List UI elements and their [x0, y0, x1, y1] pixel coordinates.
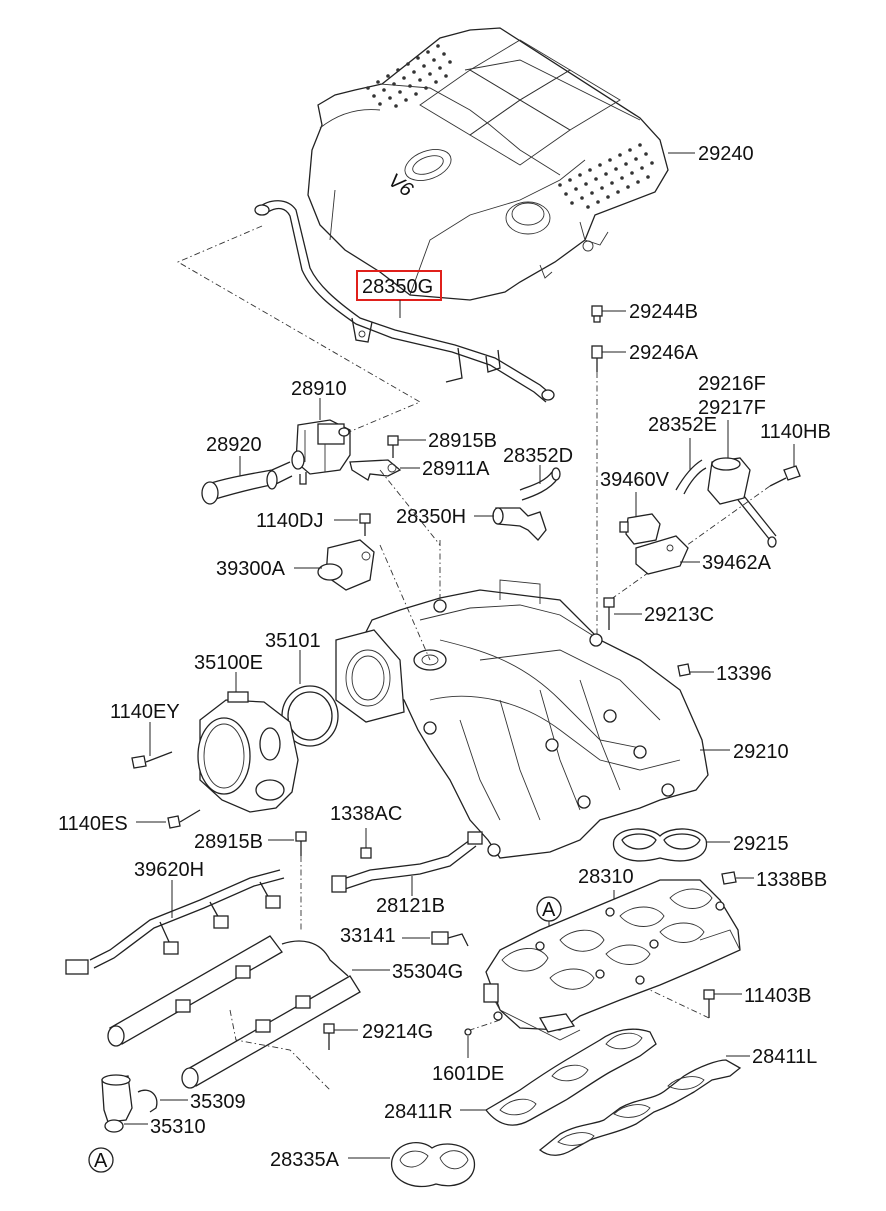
bolt-29213c[interactable] [603, 597, 615, 630]
harness-28121b[interactable] [331, 831, 483, 893]
nut-13396[interactable] [677, 663, 691, 677]
callout-28411l[interactable]: 28411L [752, 1046, 817, 1068]
injector-35310[interactable] [101, 1074, 133, 1133]
callout-39300a[interactable]: 39300A [216, 558, 286, 580]
callout-13396[interactable]: 13396 [716, 663, 772, 685]
hose-28352d[interactable] [519, 467, 561, 501]
callout-29213c[interactable]: 29213C [644, 604, 714, 626]
callout-1140dj[interactable]: 1140DJ [256, 510, 323, 532]
purge-hose-28920[interactable] [201, 461, 293, 505]
marker-a-lower-label: A [94, 1150, 108, 1172]
bolt-11403b[interactable] [703, 989, 715, 1018]
fitting-28350h[interactable] [492, 507, 547, 541]
surge-tank-gasket-29215[interactable] [612, 828, 708, 862]
purge-control-valve-28910[interactable] [291, 419, 351, 485]
gasket-28335a[interactable] [391, 1142, 476, 1188]
lower-intake-manifold-28310[interactable] [483, 879, 741, 1041]
clip-35309[interactable] [137, 1089, 158, 1113]
solenoid-valve-39460v[interactable] [619, 513, 661, 545]
callout-28920[interactable]: 28920 [206, 434, 262, 456]
bolt-1140dj[interactable] [359, 513, 371, 536]
callout-33141[interactable]: 33141 [340, 925, 396, 947]
cover-grille-left [366, 44, 452, 108]
clip-1338ac[interactable] [360, 847, 372, 859]
callout-35101[interactable]: 35101 [265, 630, 321, 652]
sensor-33141[interactable] [431, 931, 469, 947]
callout-29217f[interactable]: 29217F [698, 397, 766, 419]
callout-28915b-lower[interactable]: 28915B [194, 831, 263, 853]
marker-a-lower [88, 1147, 114, 1173]
throttle-body-35100e[interactable] [197, 691, 299, 813]
bolt-1140hb[interactable] [769, 465, 801, 487]
manifold-flange [335, 629, 405, 723]
callout-28352d[interactable]: 28352D [503, 445, 573, 467]
bolt-29214g[interactable] [323, 1023, 335, 1050]
plug-1601de[interactable] [464, 1028, 472, 1036]
callout-1338bb[interactable]: 1338BB [756, 869, 827, 891]
bolt-1140es[interactable] [167, 809, 201, 829]
bolt-29244b[interactable] [591, 305, 603, 323]
callout-39462a[interactable]: 39462A [702, 552, 772, 574]
callout-29214g[interactable]: 29214G [362, 1021, 433, 1043]
callout-35100e[interactable]: 35100E [194, 652, 263, 674]
callout-28352e[interactable]: 28352E [648, 414, 717, 436]
bolt-1140ey[interactable] [131, 751, 173, 769]
engine-cover-29240[interactable]: V6 [307, 27, 669, 301]
bracket-39462a[interactable] [635, 535, 689, 575]
callout-28911a[interactable]: 28911A [422, 458, 490, 480]
callout-29244b[interactable]: 29244B [629, 301, 698, 323]
highlight-box-28350g [356, 270, 442, 301]
callout-29216f[interactable]: 29216F [698, 373, 766, 395]
callout-39620h[interactable]: 39620H [134, 859, 204, 881]
bracket-28911a[interactable] [349, 459, 402, 481]
callout-1338ac[interactable]: 1338AC [330, 803, 402, 825]
callout-29246a[interactable]: 29246A [629, 342, 699, 364]
map-sensor-39300a[interactable] [317, 539, 375, 591]
callout-28310[interactable]: 28310 [578, 866, 634, 888]
callout-1601de[interactable]: 1601DE [432, 1063, 504, 1085]
callout-35310[interactable]: 35310 [150, 1116, 206, 1138]
manifold-gasket-28411r[interactable] [485, 1028, 657, 1126]
callout-35309[interactable]: 35309 [190, 1091, 246, 1113]
callout-39460v[interactable]: 39460V [600, 469, 670, 491]
bolt-28915b-upper[interactable] [387, 435, 399, 458]
callout-29210[interactable]: 29210 [733, 741, 789, 763]
callout-1140es[interactable]: 1140ES [58, 813, 128, 835]
vis-actuator-29216f[interactable] [707, 457, 777, 548]
callout-28121b[interactable]: 28121B [376, 895, 445, 917]
injector-harness-39620h[interactable] [65, 869, 285, 975]
callout-11403b[interactable]: 11403B [744, 985, 811, 1007]
bolt-28915b-lower[interactable] [295, 831, 307, 856]
callout-29240[interactable]: 29240 [698, 143, 754, 165]
callout-29215[interactable]: 29215 [733, 833, 789, 855]
marker-a-upper-label: A [542, 899, 556, 921]
callout-35304g[interactable]: 35304G [392, 961, 463, 983]
stud-29246a[interactable] [591, 345, 603, 372]
callout-28910[interactable]: 28910 [291, 378, 347, 400]
fuel-rail-35304g[interactable] [107, 935, 361, 1089]
bolt-1338bb[interactable] [721, 871, 737, 885]
callout-28411r[interactable]: 28411R [384, 1101, 453, 1123]
pcv-hose-28350g[interactable] [254, 200, 555, 403]
hose-28352e[interactable] [675, 459, 707, 495]
callout-1140hb[interactable]: 1140HB [760, 421, 831, 443]
manifold-gasket-28411l[interactable] [538, 1059, 742, 1156]
surge-tank-29210[interactable] [361, 579, 709, 859]
cover-grille-right [558, 143, 654, 209]
callout-28350g[interactable]: 28350G [362, 276, 433, 298]
callout-28335a[interactable]: 28335A [270, 1149, 340, 1171]
callout-1140ey[interactable]: 1140EY [110, 701, 180, 723]
callout-28350h[interactable]: 28350H [396, 506, 466, 528]
callout-28915b-upper[interactable]: 28915B [428, 430, 497, 452]
